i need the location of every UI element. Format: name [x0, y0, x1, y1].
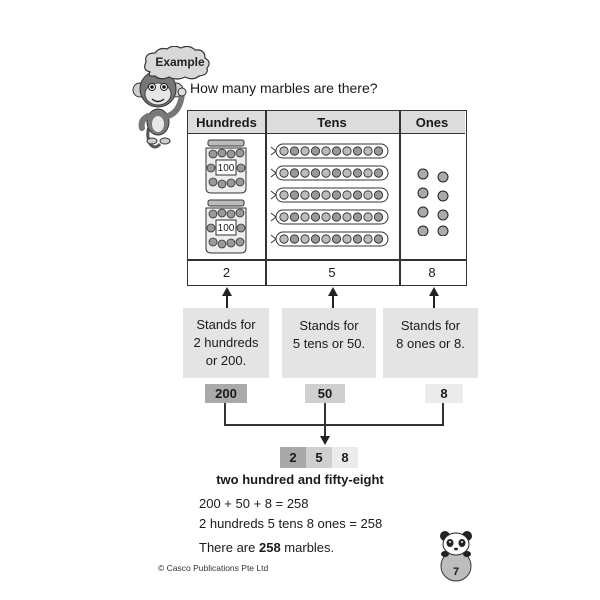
header-tens: Tens	[265, 111, 399, 134]
marble	[373, 190, 384, 200]
header-ones: Ones	[399, 111, 465, 134]
bracket-line	[224, 424, 444, 426]
marble	[300, 234, 310, 244]
number-in-words: two hundred and fifty-eight	[216, 472, 384, 487]
marble	[321, 234, 331, 244]
jar-label: 100	[217, 223, 235, 234]
arrow-down-icon	[320, 436, 330, 445]
marble	[363, 190, 373, 200]
marble	[289, 190, 300, 200]
header-hundreds: Hundreds	[188, 111, 265, 134]
marble	[289, 146, 300, 156]
monkey-mascot-icon	[132, 70, 187, 149]
marble	[363, 168, 373, 178]
example-badge-cloud-icon	[144, 46, 210, 80]
marble	[289, 234, 300, 244]
marble	[289, 168, 300, 178]
value-50: 50	[305, 384, 345, 403]
marble	[342, 234, 352, 244]
place-value-table: Hundreds Tens Ones 100 100 2 5 8	[187, 110, 467, 286]
jar-label: 100	[217, 163, 235, 174]
marble	[279, 212, 289, 222]
marble	[352, 190, 363, 200]
marble	[363, 212, 373, 222]
marble	[321, 212, 331, 222]
arrow-up-icon	[433, 295, 435, 308]
marble	[342, 168, 352, 178]
marble	[279, 146, 289, 156]
marble	[363, 234, 373, 244]
marble	[331, 212, 342, 222]
arrow-up-icon	[332, 295, 334, 308]
arrow-up-icon	[226, 295, 228, 308]
digit-tens: 5	[306, 447, 332, 468]
marble	[342, 146, 352, 156]
hundreds-count: 2	[222, 265, 231, 280]
marble	[352, 168, 363, 178]
digit-hundreds: 2	[280, 447, 306, 468]
marble	[352, 234, 363, 244]
marble	[300, 212, 310, 222]
equation-place-values: 2 hundreds 5 tens 8 ones = 258	[199, 516, 383, 531]
marble	[300, 168, 310, 178]
copyright-text: © Casco Publications Pte Ltd	[158, 563, 269, 573]
hundreds-jars-icon	[205, 139, 247, 254]
marble	[342, 212, 352, 222]
page-number: 7	[452, 566, 460, 578]
tens-count: 5	[328, 265, 336, 280]
marble	[352, 146, 363, 156]
marble	[331, 168, 342, 178]
marble	[321, 190, 331, 200]
marble	[331, 190, 342, 200]
panda-page-badge-icon	[440, 531, 472, 582]
equation-sum: 200 + 50 + 8 = 258	[199, 496, 309, 511]
arrow-head-icon	[222, 287, 232, 296]
marble	[310, 234, 321, 244]
marble	[279, 234, 289, 244]
marble	[342, 190, 352, 200]
marble	[373, 212, 384, 222]
marble	[363, 146, 373, 156]
arrow-head-icon	[429, 287, 439, 296]
marble	[289, 212, 300, 222]
marble	[310, 212, 321, 222]
answer-sentence: There are 258 marbles.	[199, 540, 335, 555]
marble	[373, 234, 384, 244]
value-200: 200	[205, 384, 247, 403]
marble	[373, 146, 384, 156]
example-badge-label: Example	[155, 55, 205, 69]
marble	[310, 146, 321, 156]
marble	[331, 234, 342, 244]
value-8: 8	[425, 384, 463, 403]
marble	[321, 146, 331, 156]
marble	[310, 168, 321, 178]
ones-marbles-icon	[417, 168, 449, 236]
marble	[300, 190, 310, 200]
marble	[352, 212, 363, 222]
marble	[321, 168, 331, 178]
marble	[279, 190, 289, 200]
marble	[310, 190, 321, 200]
arrow-head-icon	[328, 287, 338, 296]
marble	[373, 168, 384, 178]
marble	[300, 146, 310, 156]
marble	[279, 168, 289, 178]
ones-count: 8	[428, 265, 436, 280]
question-text: How many marbles are there?	[190, 80, 378, 96]
digit-ones: 8	[332, 447, 358, 468]
marble	[331, 146, 342, 156]
tens-marble-strings-icon	[270, 143, 389, 247]
